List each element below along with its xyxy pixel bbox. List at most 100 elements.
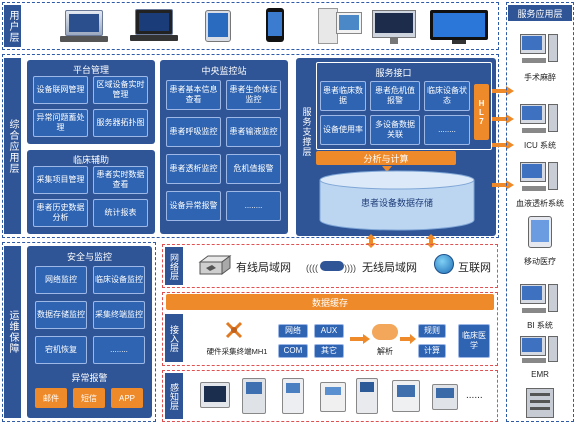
laptop-device-icon	[130, 9, 178, 43]
tablet-device-icon	[205, 10, 231, 42]
icu-pc-icon	[520, 104, 560, 136]
anesthesia-machine-icon	[356, 378, 378, 414]
service-item[interactable]: 设备使用率	[320, 115, 366, 145]
alarm-title: 异常报警	[71, 373, 108, 383]
parse-label: 解析	[377, 347, 393, 356]
network-layer-label: 网络层	[165, 247, 183, 285]
access-layer-label: 接入层	[165, 314, 183, 362]
data-cache-bar: 数据缓存	[166, 294, 494, 310]
right-arrow-icon	[492, 180, 514, 190]
dialysis-machine-icon	[282, 378, 304, 414]
terminal-label: 硬件采集终端MH1	[206, 347, 268, 356]
service-interface-title: 服务接口	[375, 68, 412, 78]
security-item[interactable]: 数据存储监控	[35, 301, 87, 329]
platform-item[interactable]: 服务器拓扑图	[93, 109, 148, 137]
ventilator-icon	[242, 378, 266, 414]
alarm-app-button[interactable]: APP	[111, 388, 143, 408]
wired-lan-label: 有线局域网	[236, 262, 291, 274]
parse-arrow-icon	[350, 334, 370, 344]
central-item: ........	[226, 191, 281, 221]
globe-icon	[434, 254, 454, 274]
security-monitor-title: 安全与监控	[66, 252, 112, 262]
service-app-layer-frame	[506, 2, 574, 422]
service-app-layer-title: 服务应用层	[508, 5, 572, 21]
smartphone-device-icon	[266, 8, 284, 42]
central-item[interactable]: 患者呼吸监控	[166, 117, 221, 147]
protocol-other: 其它	[314, 344, 344, 358]
monitor-device-icon	[372, 10, 416, 44]
right-arrow-icon	[492, 86, 514, 96]
service-item[interactable]: 患者危机值报警	[370, 81, 420, 111]
rule-box: 规则	[418, 324, 446, 338]
platform-item[interactable]: 异常问题蓄处理	[33, 109, 88, 137]
service-item: ........	[424, 115, 470, 145]
clinical-assist-panel: 临床辅助 采集项目管理 患者实时数据查看 患者历史数据分析 统计报表	[27, 150, 155, 234]
anesthesia-pc-icon	[520, 34, 560, 66]
app-layer-label: 综合应用层	[4, 58, 21, 234]
collection-terminal-icon	[225, 321, 243, 339]
platform-management-panel: 平台管理 设备联网管理 区域设备实时管理 异常问题蓄处理 服务器拓扑图	[27, 60, 155, 144]
compute-box: 计算	[418, 344, 446, 358]
service-app-item[interactable]: 移动医疗	[524, 257, 556, 266]
security-item[interactable]: 网络监控	[35, 266, 87, 294]
perception-more-label: ......	[466, 390, 483, 401]
service-interface-frame	[316, 62, 492, 150]
clinical-item[interactable]: 患者历史数据分析	[33, 199, 88, 227]
alarm-email-button[interactable]: 邮件	[35, 388, 67, 408]
central-item[interactable]: 设备异常报警	[166, 191, 221, 221]
service-app-item[interactable]: ICU 系统	[524, 141, 556, 150]
security-item[interactable]: 临床设备监控	[93, 266, 145, 294]
central-item[interactable]: 患者生命体征监控	[226, 80, 281, 110]
platform-item[interactable]: 设备联网管理	[33, 76, 88, 104]
alarm-sms-button[interactable]: 短信	[73, 388, 105, 408]
infusion-pump-icon	[320, 382, 346, 412]
user-layer-label: 用户层	[4, 5, 21, 47]
wireless-lan-label: 无线局域网	[362, 262, 417, 274]
bed-equipment-icon	[432, 384, 458, 410]
mobile-tablet-icon	[528, 216, 552, 248]
service-app-item[interactable]: EMR	[531, 370, 549, 379]
central-monitoring-title: 中央监控站	[201, 66, 247, 76]
service-app-item[interactable]: BI 系统	[527, 321, 553, 330]
database-cylinder-icon	[319, 170, 475, 231]
security-item[interactable]: 宕机恢复	[35, 336, 87, 364]
access-layer-frame	[162, 292, 498, 366]
right-arrow-icon	[492, 140, 514, 150]
clinical-item[interactable]: 统计报表	[93, 199, 148, 227]
platform-management-title: 平台管理	[72, 65, 109, 75]
central-item[interactable]: 患者输液监控	[226, 117, 281, 147]
network-switch-icon	[198, 255, 232, 275]
analysis-arrow-icon	[382, 166, 392, 172]
central-item[interactable]: 危机值报警	[226, 154, 281, 184]
service-support-label: 服务支撑层	[301, 107, 312, 157]
perception-layer-frame	[162, 370, 498, 422]
clinical-item[interactable]: 采集项目管理	[33, 166, 88, 194]
ecg-machine-icon	[392, 380, 420, 412]
central-monitoring-panel: 中央监控站 患者基本信息查看 患者生命体征监控 患者呼吸监控 患者输液监控 患者…	[160, 60, 288, 234]
database-storage-label: 患者设备数据存储	[360, 198, 433, 208]
clinical-assist-title: 临床辅助	[72, 155, 109, 165]
wifi-icon: (((( ))))	[306, 261, 356, 273]
clinical-item[interactable]: 患者实时数据查看	[93, 166, 148, 194]
emr-pc-icon	[520, 336, 560, 366]
protocol-com: COM	[278, 344, 308, 358]
service-item[interactable]: 多设备数据关联	[370, 115, 420, 145]
perception-layer-label: 感知层	[165, 373, 183, 419]
service-item[interactable]: 临床设备状态	[424, 81, 470, 111]
service-item[interactable]: 患者临床数据	[320, 81, 366, 111]
server-rack-icon	[526, 388, 554, 418]
clinical-medicine-box: 临床医学	[458, 324, 490, 358]
dialysis-pc-icon	[520, 162, 560, 194]
central-item[interactable]: 患者透析监控	[166, 154, 221, 184]
laptop-device-icon	[60, 10, 108, 44]
network-layer-frame	[162, 244, 498, 288]
user-layer-frame	[2, 2, 499, 50]
security-item[interactable]: 采集终端监控	[93, 301, 145, 329]
platform-item[interactable]: 区域设备实时管理	[93, 76, 148, 104]
central-item[interactable]: 患者基本信息查看	[166, 80, 221, 110]
service-app-item[interactable]: 血液透析系统	[516, 199, 564, 208]
service-app-item[interactable]: 手术麻醉	[524, 73, 556, 82]
security-item: ........	[93, 336, 145, 364]
ops-layer-frame	[2, 242, 156, 422]
protocol-aux: AUX	[314, 324, 344, 338]
